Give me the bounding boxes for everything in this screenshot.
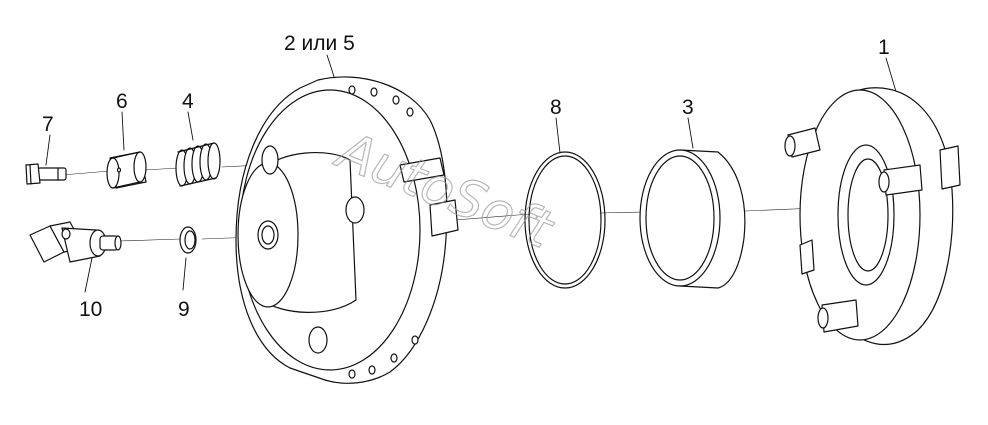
label-part-3: 3 — [682, 96, 694, 119]
part-1-flange — [784, 87, 961, 345]
part-6-disc — [106, 151, 147, 189]
part-2-or-5-housing — [235, 76, 459, 384]
part-10-fitting — [29, 221, 122, 263]
label-part-8: 8 — [550, 96, 562, 119]
part-3-bushing — [639, 149, 746, 289]
part-8-o-ring — [524, 151, 606, 289]
label-part-4: 4 — [182, 90, 194, 113]
label-part-2-or-5: 2 или 5 — [284, 32, 355, 55]
label-part-1: 1 — [878, 36, 890, 59]
part-labels: 2 или 5 1 3 8 4 6 7 10 9 — [42, 32, 890, 321]
part-7-bolt — [25, 163, 67, 185]
label-part-10: 10 — [79, 298, 102, 321]
part-4-spring — [175, 142, 221, 187]
label-part-9: 9 — [178, 298, 190, 321]
label-part-7: 7 — [42, 113, 54, 136]
label-part-6: 6 — [116, 90, 128, 113]
part-9-ring — [179, 226, 197, 254]
